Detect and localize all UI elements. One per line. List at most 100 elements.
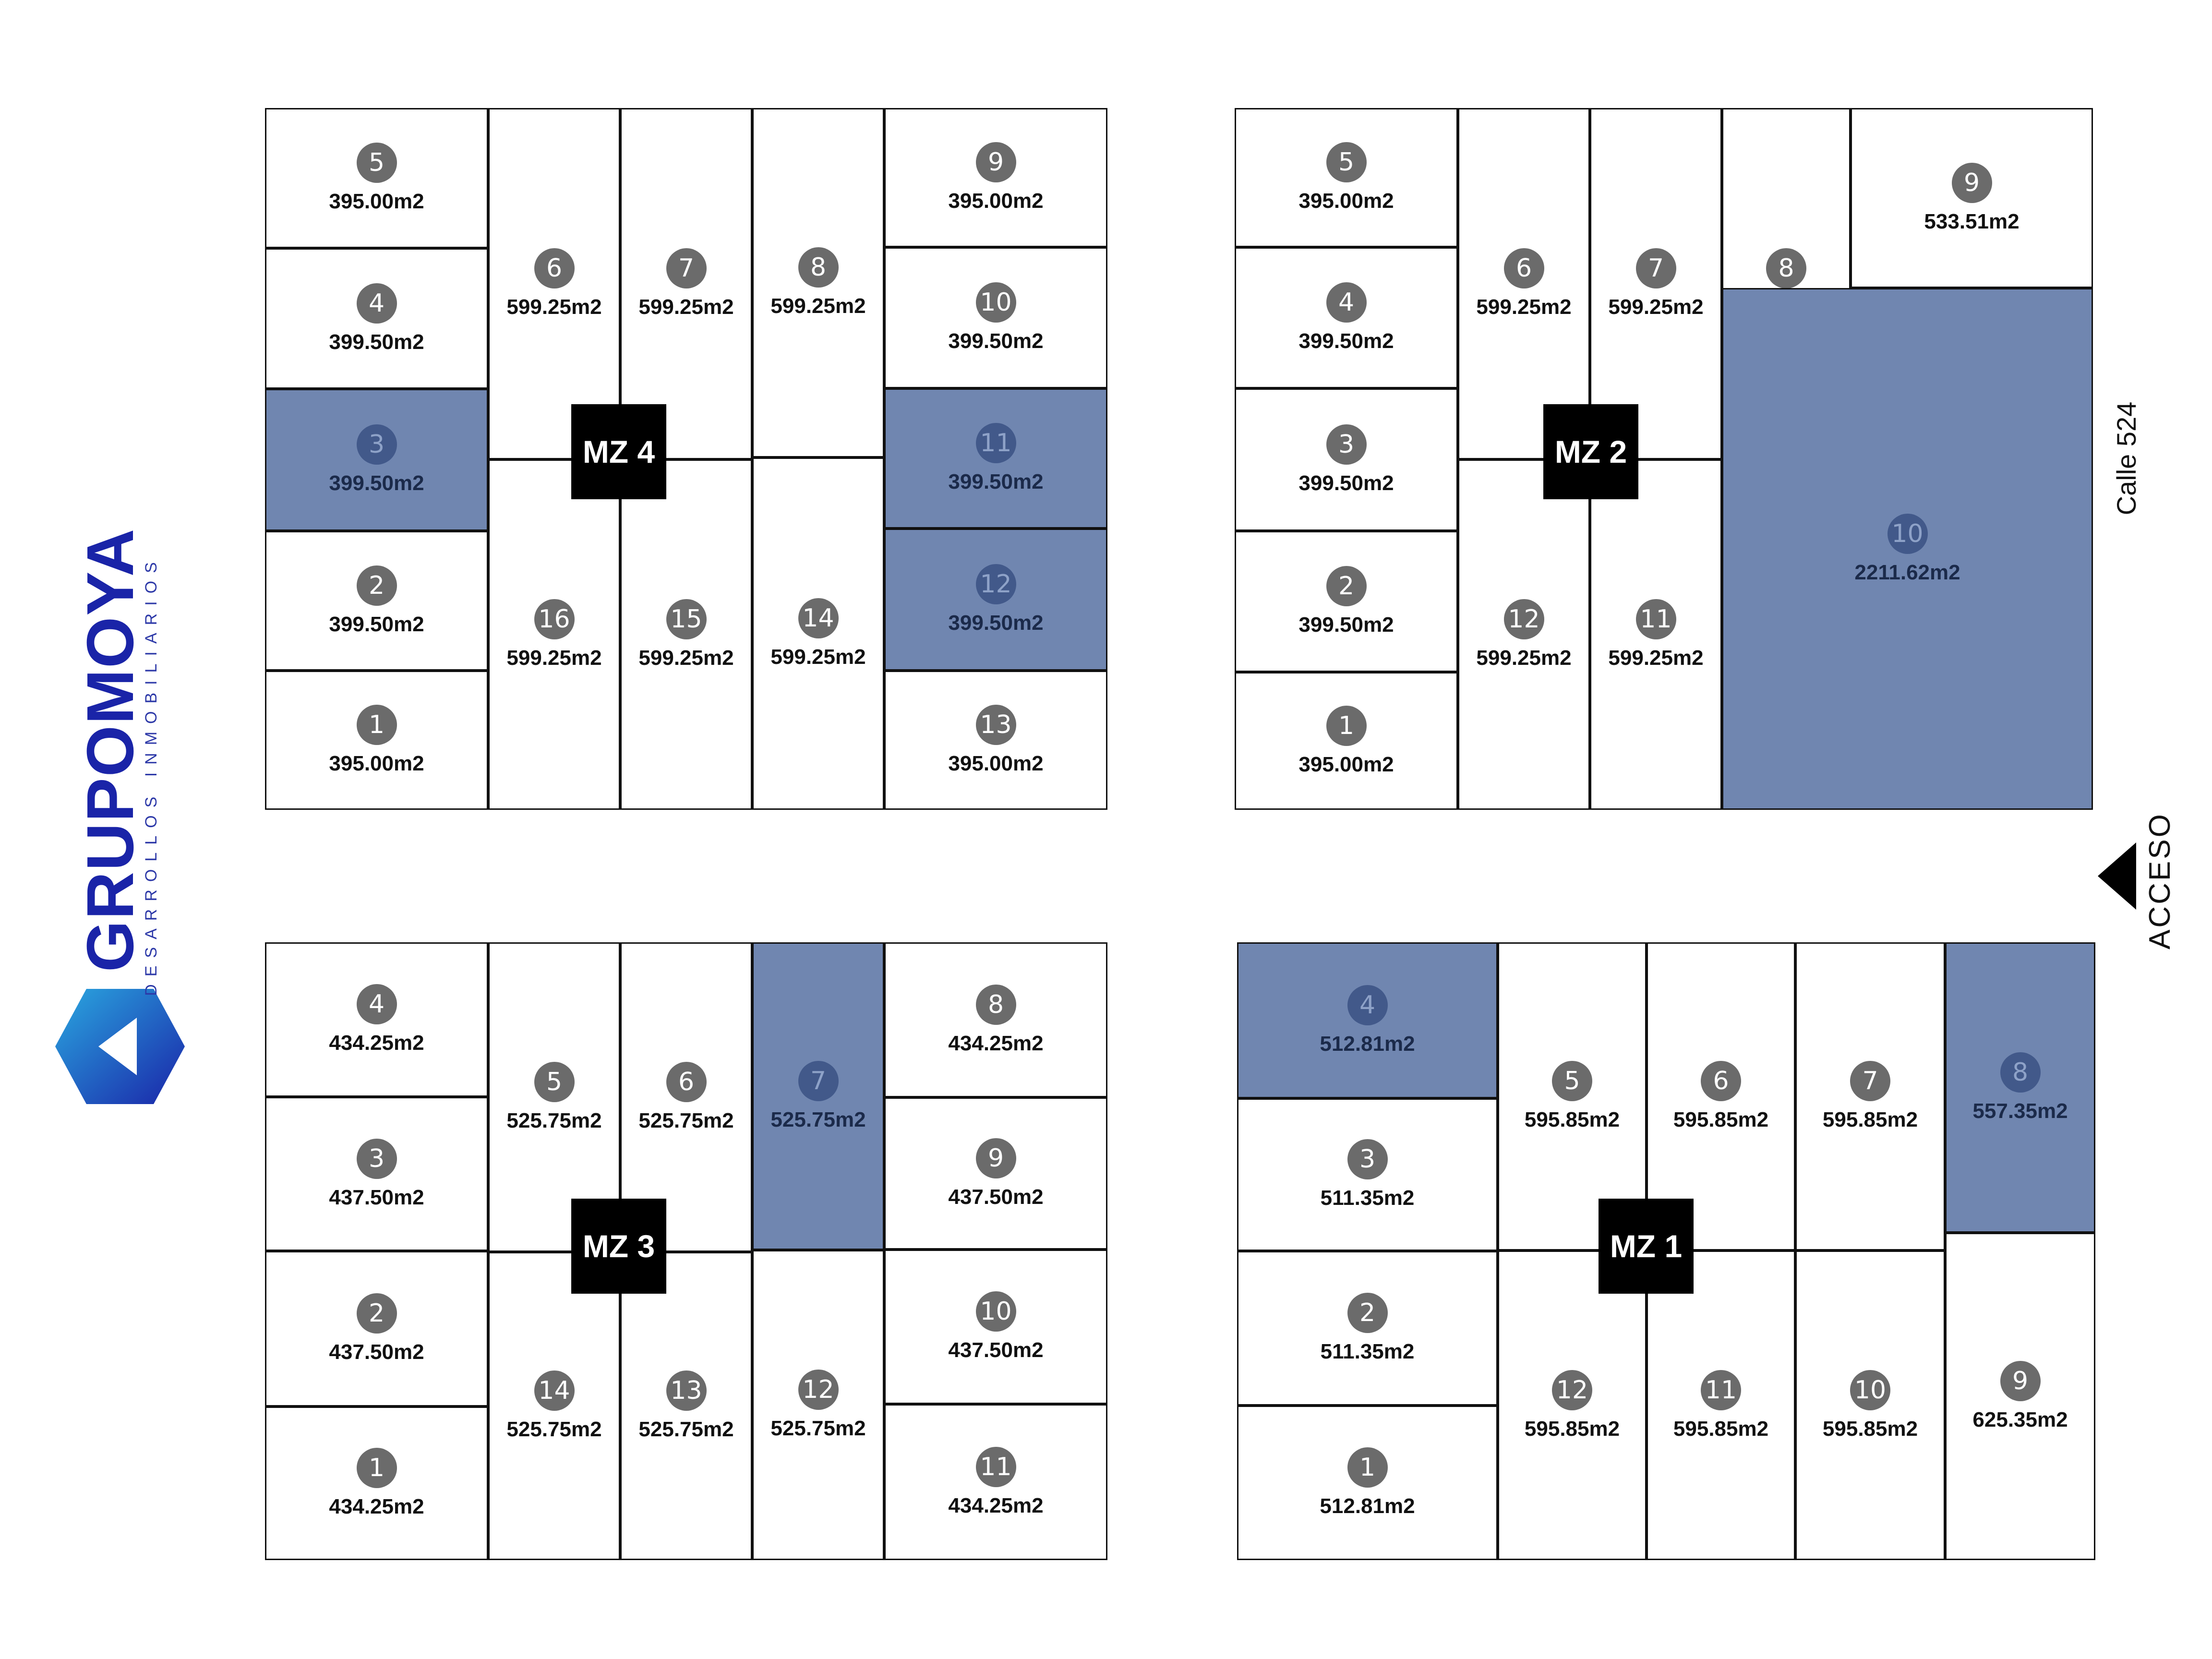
- lot-number-badge: 4: [1347, 985, 1388, 1025]
- lot-number-badge: 11: [1701, 1370, 1741, 1410]
- lot-area: 599.25m2: [1608, 295, 1704, 319]
- lot-area: 2211.62m2: [1854, 560, 1960, 584]
- lot-10[interactable]: 10 2211.62m2: [1722, 288, 2093, 810]
- lot-number-badge: 10: [1850, 1370, 1890, 1410]
- lot-area: 599.25m2: [638, 295, 734, 319]
- lot-number-badge: 10: [1887, 513, 1928, 554]
- lot-area: 399.50m2: [329, 612, 424, 636]
- lot-12[interactable]: 12 599.25m2: [1458, 459, 1590, 810]
- lot-number-badge: 8: [1766, 248, 1806, 289]
- lot-number-badge: 12: [1552, 1370, 1592, 1410]
- lot-number-badge: 1: [1326, 705, 1367, 746]
- lot-area: 395.00m2: [1298, 189, 1394, 213]
- lot-12[interactable]: 12 595.85m2: [1498, 1250, 1647, 1560]
- lot-area: 599.25m2: [770, 645, 866, 669]
- lot-area: 525.75m2: [638, 1418, 734, 1441]
- lot-area: 395.00m2: [1298, 752, 1394, 776]
- lot-number-badge: 9: [975, 1138, 1016, 1178]
- lot-area: 595.85m2: [1524, 1417, 1620, 1441]
- lot-number-badge: 9: [975, 142, 1016, 182]
- lot-number-badge: 5: [1552, 1061, 1592, 1101]
- brand-name: GRUPOMOYA: [73, 528, 147, 972]
- lot-area: 399.50m2: [1298, 471, 1394, 495]
- lot-area: 599.25m2: [1608, 646, 1704, 670]
- lot-area: 511.35m2: [1320, 1340, 1415, 1363]
- lot-number-badge: 1: [356, 1448, 397, 1488]
- lot-number-badge: 15: [666, 599, 707, 639]
- lot-area: 595.85m2: [1673, 1108, 1769, 1131]
- lot-1[interactable]: 1 395.00m2: [1235, 672, 1458, 810]
- street-label: Calle 524: [2111, 401, 2141, 516]
- block-label: MZ 1: [1599, 1199, 1694, 1294]
- lot-area: 434.25m2: [948, 1031, 1044, 1055]
- lot-number-badge: 7: [1850, 1061, 1890, 1101]
- lot-area: 399.50m2: [329, 471, 424, 495]
- lot-number-badge: 3: [356, 1138, 397, 1179]
- lot-label: 12 595.85m2: [1499, 1370, 1645, 1441]
- lot-7[interactable]: 7 599.25m2: [620, 108, 752, 459]
- access-arrow-icon: [2098, 842, 2136, 910]
- lot-area: 599.25m2: [506, 295, 602, 319]
- lot-number-badge: 7: [666, 248, 707, 289]
- lot-area: 599.25m2: [1476, 646, 1572, 670]
- lot-area: 395.00m2: [948, 752, 1044, 775]
- lot-number-badge: 4: [1326, 282, 1367, 323]
- lot-area: 437.50m2: [329, 1340, 424, 1364]
- lot-number-badge: 12: [1503, 599, 1544, 639]
- lot-label: 12 599.25m2: [1459, 599, 1588, 670]
